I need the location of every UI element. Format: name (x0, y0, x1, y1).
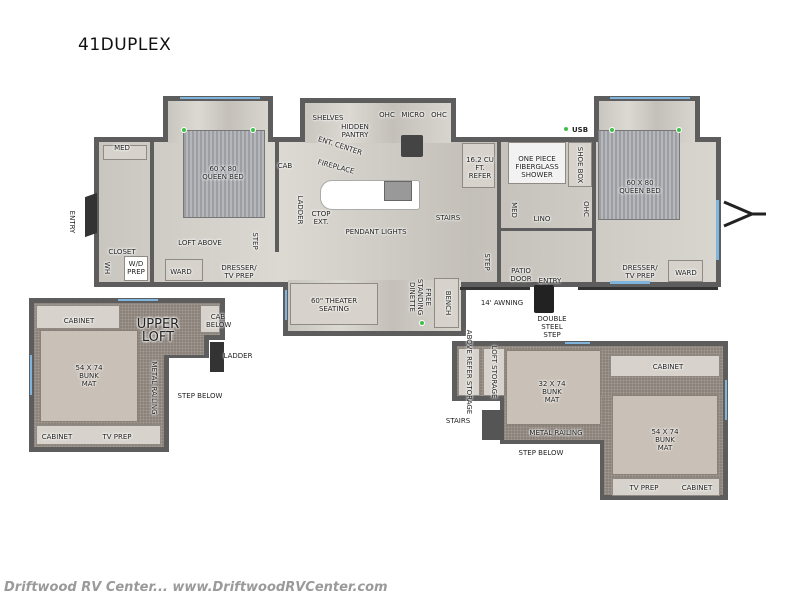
label-step-below: STEP BELOW (518, 449, 564, 457)
label-shelves: SHELVES (312, 114, 344, 122)
label-stairs: STAIRS (445, 417, 471, 425)
floorplan-title: 41DUPLEX (78, 35, 172, 55)
label-ward: WARD (675, 269, 697, 277)
label-loft-storage: LOFT STORAGE (490, 345, 498, 399)
label-closet: CLOSET (108, 248, 136, 256)
double-step-icon (534, 285, 554, 313)
label-theater-seating: 60" THEATER SEATING (310, 297, 358, 313)
label-micro: MICRO (401, 111, 425, 119)
label-step: STEP (483, 253, 491, 271)
label-dresser: DRESSER/ TV PREP (221, 264, 257, 280)
hitch-icon (722, 200, 767, 228)
usb-dot-icon (676, 127, 682, 133)
sink-icon (384, 181, 412, 201)
label-bunk-mat: 54 X 74 BUNK MAT (75, 364, 103, 388)
label-wh: WH (103, 261, 111, 275)
label-patio-door: PATIO DOOR (510, 267, 532, 283)
label-bunk-mat: 54 X 74 BUNK MAT (651, 428, 679, 452)
label-tv-prep: TV PREP (629, 484, 659, 492)
label-cab-below: CAB BELOW (206, 313, 232, 329)
usb-dot-icon (419, 320, 425, 326)
label-dresser: DRESSER/ TV PREP (622, 264, 658, 280)
label-ward: WARD (170, 268, 192, 276)
label-rear-entry: ENTRY (68, 210, 76, 234)
label-cabinet: CABINET (41, 433, 73, 441)
label-ohc: OHC (582, 201, 590, 217)
label-shoe-box: SHOE BOX (576, 146, 584, 184)
ladder-icon (210, 342, 224, 372)
label-awning: 14' AWNING (480, 299, 524, 307)
label-wd-prep: W/D PREP (127, 260, 145, 276)
label-bunk-mat-small: 32 X 74 BUNK MAT (538, 380, 566, 404)
label-tv-prep: TV PREP (102, 433, 132, 441)
label-stairs: STAIRS (435, 214, 461, 222)
cooktop-icon (401, 135, 423, 157)
usb-dot-icon (181, 127, 187, 133)
label-cabinet: CABINET (681, 484, 713, 492)
stairs-icon (482, 410, 504, 440)
label-cabinet: CABINET (63, 317, 95, 325)
label-cabinet: CABINET (652, 363, 684, 371)
label-loft-above: LOFT ABOVE (178, 239, 222, 247)
label-ctop-ext: CTOP EXT. (311, 210, 331, 226)
label-front-queen-bed: 60 X 80 QUEEN BED (619, 179, 661, 195)
label-med: MED (114, 144, 130, 152)
label-rear-queen-bed: 60 X 80 QUEEN BED (202, 165, 244, 181)
label-cab: CAB (277, 162, 293, 170)
label-med: MED (510, 202, 518, 218)
usb-dot-icon (563, 126, 569, 132)
label-hidden-pantry: HIDDEN PANTRY (341, 123, 369, 139)
label-step-below: STEP BELOW (177, 392, 223, 400)
label-metal-railing: METAL RAILING (150, 361, 158, 415)
label-ohc: OHC (431, 111, 447, 119)
label-above-refer-storage: ABOVE REFER STORAGE (465, 329, 473, 415)
label-upper-loft-heading: UPPER LOFT (136, 317, 180, 345)
label-ladder: LADDER (296, 195, 304, 225)
label-shower: ONE PIECE FIBERGLASS SHOWER (515, 155, 559, 179)
label-refer: 16.2 CU FT. REFER (466, 156, 494, 180)
label-bench: BENCH (444, 290, 452, 316)
usb-dot-icon (609, 127, 615, 133)
label-usb: USB (571, 126, 589, 134)
usb-dot-icon (250, 127, 256, 133)
label-pendant-lights: PENDANT LIGHTS (345, 228, 407, 236)
label-double-steel-step: DOUBLE STEEL STEP (537, 315, 567, 339)
watermark: Driftwood RV Center... www.DriftwoodRVCe… (4, 580, 388, 595)
label-ladder: LADDER (223, 352, 253, 360)
label-ohc: OHC (379, 111, 395, 119)
label-entry: ENTRY (538, 277, 562, 285)
label-step: STEP (251, 232, 259, 250)
entry-step-icon (85, 192, 97, 238)
label-lino: LINO (533, 215, 551, 223)
label-dinette: FREE STANDING DINETTE (408, 278, 432, 316)
label-metal-railing: METAL RAILING (529, 429, 583, 437)
